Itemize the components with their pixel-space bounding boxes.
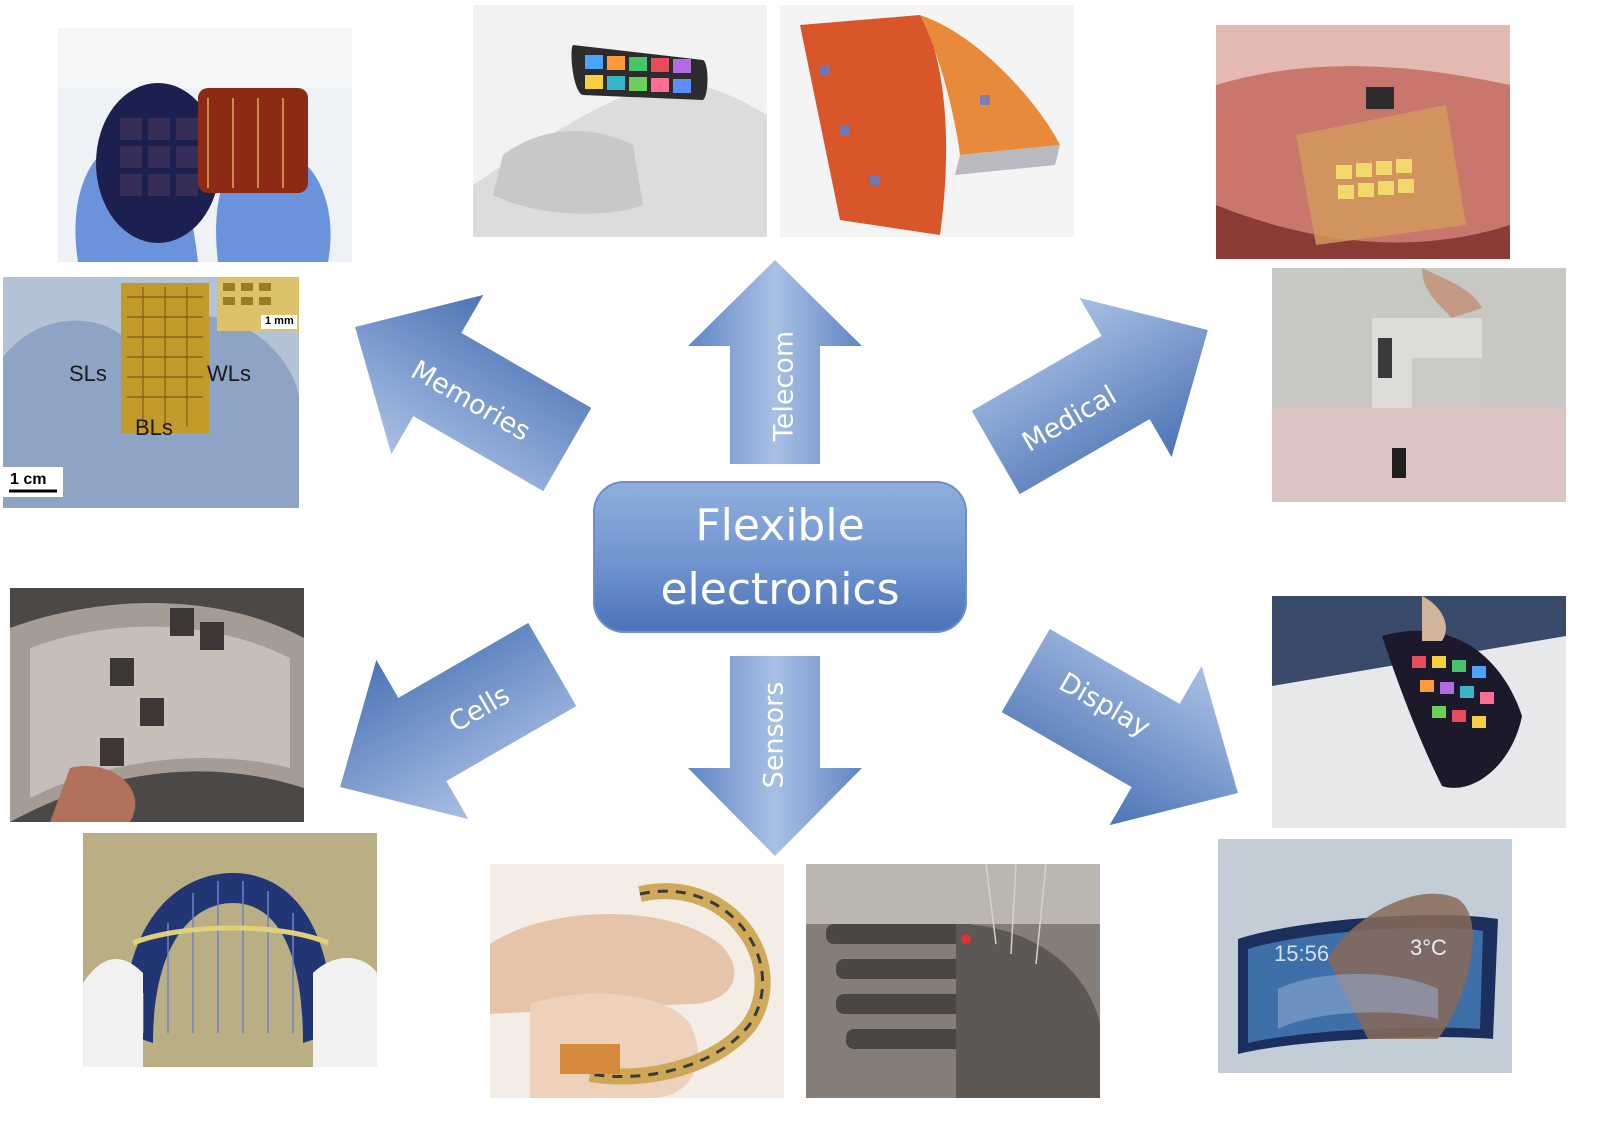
photo-heart-patch [1216, 25, 1510, 259]
photo-rollable-phone: 15:56 3°C [1218, 839, 1512, 1073]
photo-flex-sheet [10, 588, 304, 822]
arrow-memories [355, 294, 592, 492]
center-title-line2: electronics [660, 564, 899, 615]
display-time: 15:56 [1274, 941, 1330, 966]
scale-1cm: 1 cm [10, 471, 47, 488]
photo-flex-display [1272, 596, 1566, 828]
photo-skin-patch [1272, 268, 1566, 502]
label-sls: SLs [69, 361, 107, 386]
photo-memory-array: SLs WLs BLs 1 cm 1 mm [3, 277, 299, 508]
arrow-sensors: Sensors [688, 656, 862, 856]
arrow-cells [340, 622, 577, 820]
center-title-line1: Flexible [695, 500, 864, 551]
arrow-medical [971, 297, 1208, 495]
label-bls: BLs [135, 415, 173, 440]
photo-solar-cell [83, 833, 377, 1067]
arrow-telecom: Telecom [688, 260, 862, 464]
center-box: Flexible electronics [593, 481, 967, 633]
scale-1mm: 1 mm [265, 315, 294, 327]
photo-flex-sensor [490, 864, 784, 1098]
arrow-label-sensors: Sensors [759, 682, 790, 789]
arrow-display [1001, 628, 1238, 826]
photo-wafer-gloves [58, 28, 352, 262]
arrow-label-telecom: Telecom [769, 331, 800, 442]
photo-wrist-phone [473, 5, 767, 237]
label-wls: WLs [207, 361, 251, 386]
photo-foldable-phone [780, 5, 1074, 237]
display-temp: 3°C [1410, 935, 1447, 960]
photo-sensor-glove [806, 864, 1100, 1098]
